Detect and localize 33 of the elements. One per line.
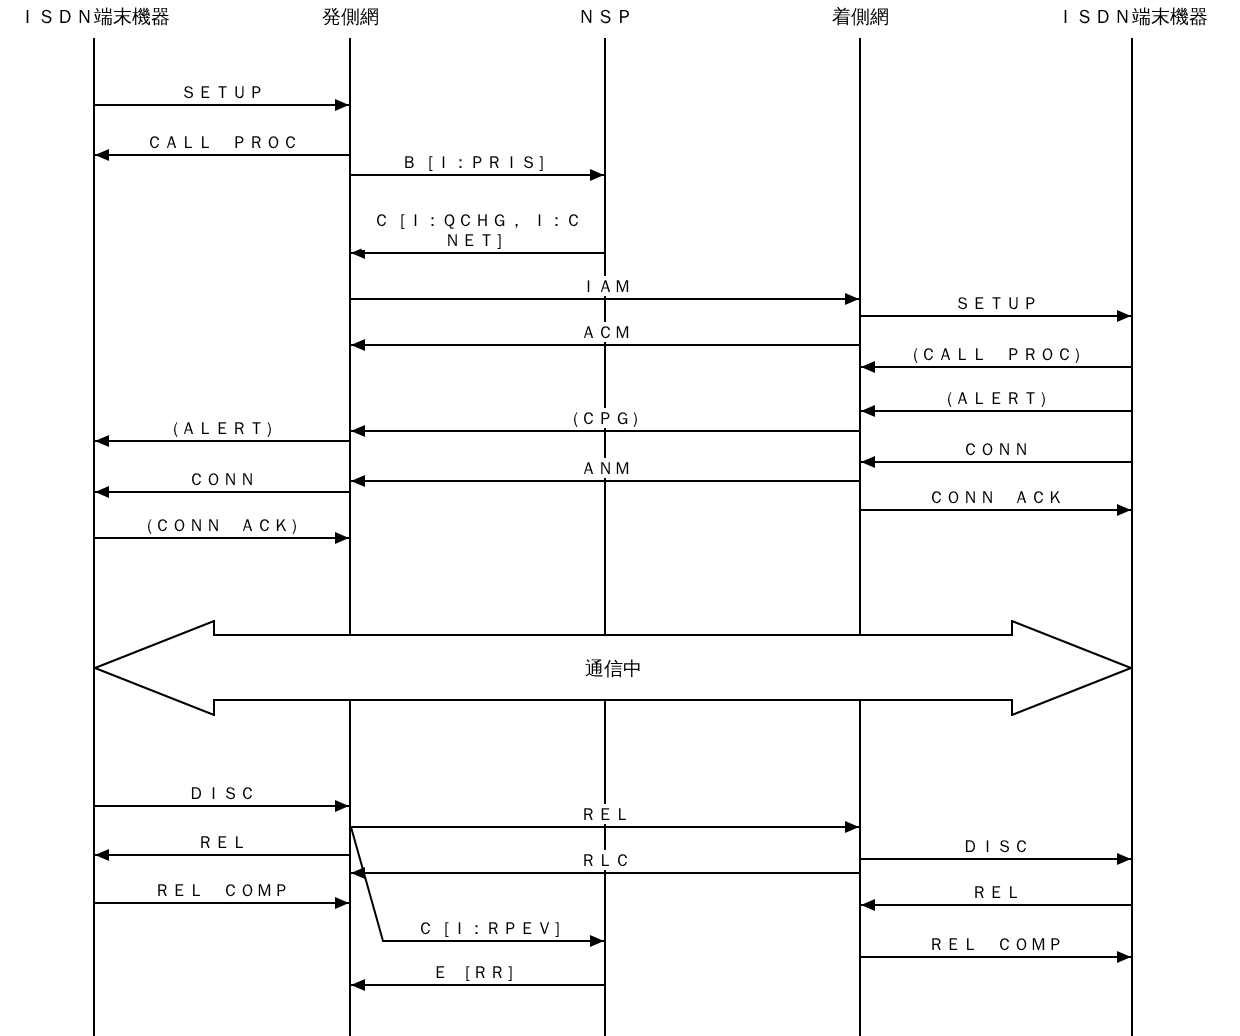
message-arrow [860,310,1132,322]
message-arrow [94,532,350,544]
message-arrow [94,800,350,812]
lifeline-header: 発側網 [321,4,379,28]
message-arrow [94,99,350,111]
message-arrow [350,293,860,305]
message-arrow [860,951,1132,963]
message-arrow [94,435,350,447]
band-label: 通信中 [584,655,642,681]
message-arrow [350,339,860,351]
message-arrow [860,405,1132,417]
message-arrow [350,475,860,487]
message-arrow [350,425,860,437]
message-arrow [94,486,350,498]
message-arrow [860,504,1132,516]
lifeline-header: ＩＳＤＮ端末機器 [1056,4,1208,28]
lifeline-header: ＮＳＰ [576,4,634,28]
message-arrow [350,169,605,181]
message-arrow [860,899,1132,911]
message-arrow [350,867,860,879]
message-arrow [94,849,350,861]
lifeline-header: 着側網 [831,4,889,28]
message-arrow [350,826,605,947]
message-arrow [350,821,860,833]
message-arrow [860,361,1132,373]
message-arrow [94,149,350,161]
message-arrow [860,456,1132,468]
message-arrow [860,853,1132,865]
message-arrow [350,247,605,259]
message-arrow [350,979,605,991]
lifeline-header: ＩＳＤＮ端末機器 [18,4,170,28]
message-arrow [94,897,350,909]
double-arrow-band [94,620,1132,716]
